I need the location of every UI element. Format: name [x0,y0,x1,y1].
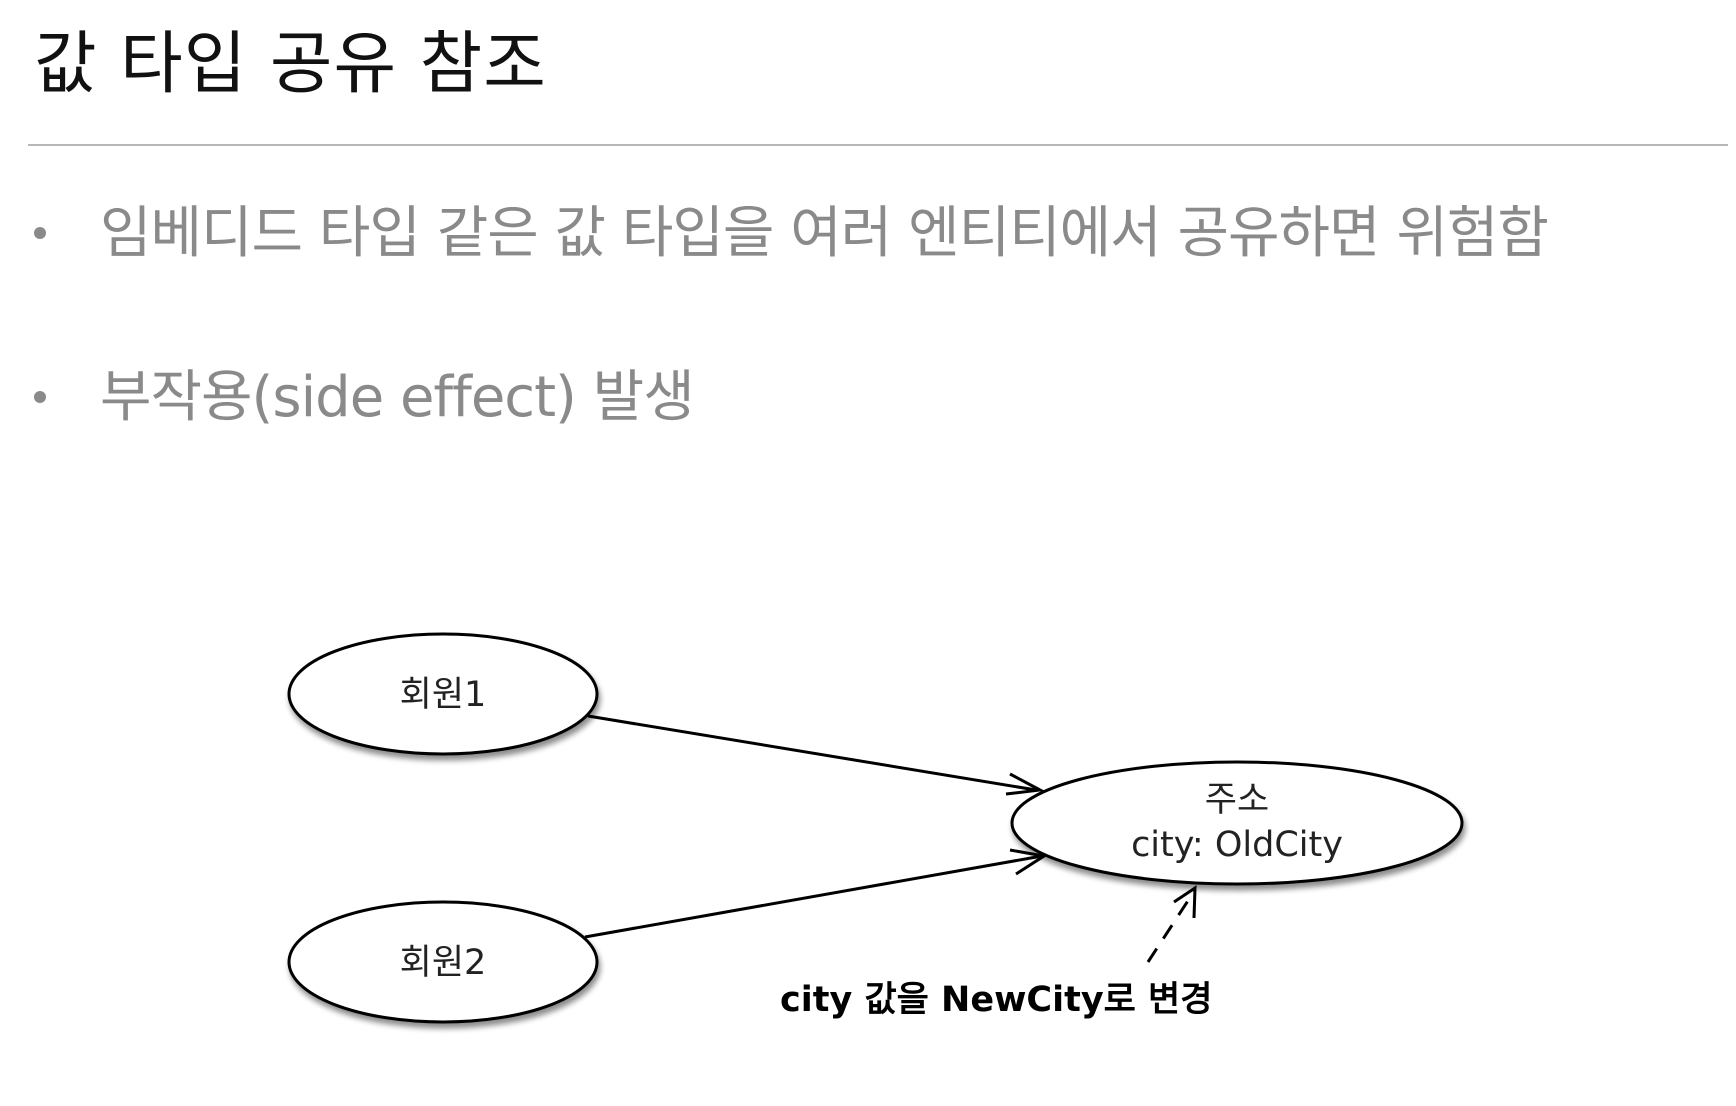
member1-label: 회원1 [400,675,487,715]
member1-node: 회원1 [287,632,599,756]
annotation-arrow [1146,885,1197,963]
member1-to-address-arrow [587,714,1045,796]
member2-label: 회원2 [400,943,487,983]
title-divider [28,144,1728,146]
bullet-dot-icon [34,226,46,239]
bullet-item: 부작용(side effect) 발생 [34,352,695,433]
member2-node: 회원2 [287,900,599,1024]
address-label: 주소 [1205,780,1269,820]
bullet-text: 임베디드 타입 같은 값 타입을 여러 엔티티에서 공유하면 위험함 [100,201,1549,266]
slide-title: 값 타입 공유 참조 [34,25,547,104]
address-node: 주소 city: OldCity [1010,760,1464,886]
bullet-item: 임베디드 타입 같은 값 타입을 여러 엔티티에서 공유하면 위험함 [34,188,1549,269]
bullet-dot-icon [34,390,46,403]
address-city-field: city: OldCity [1131,825,1343,865]
annotation-text: city 값을 NewCity로 변경 [780,980,1212,1020]
member2-to-address-arrow [584,848,1049,939]
bullet-text: 부작용(side effect) 발생 [100,365,695,430]
